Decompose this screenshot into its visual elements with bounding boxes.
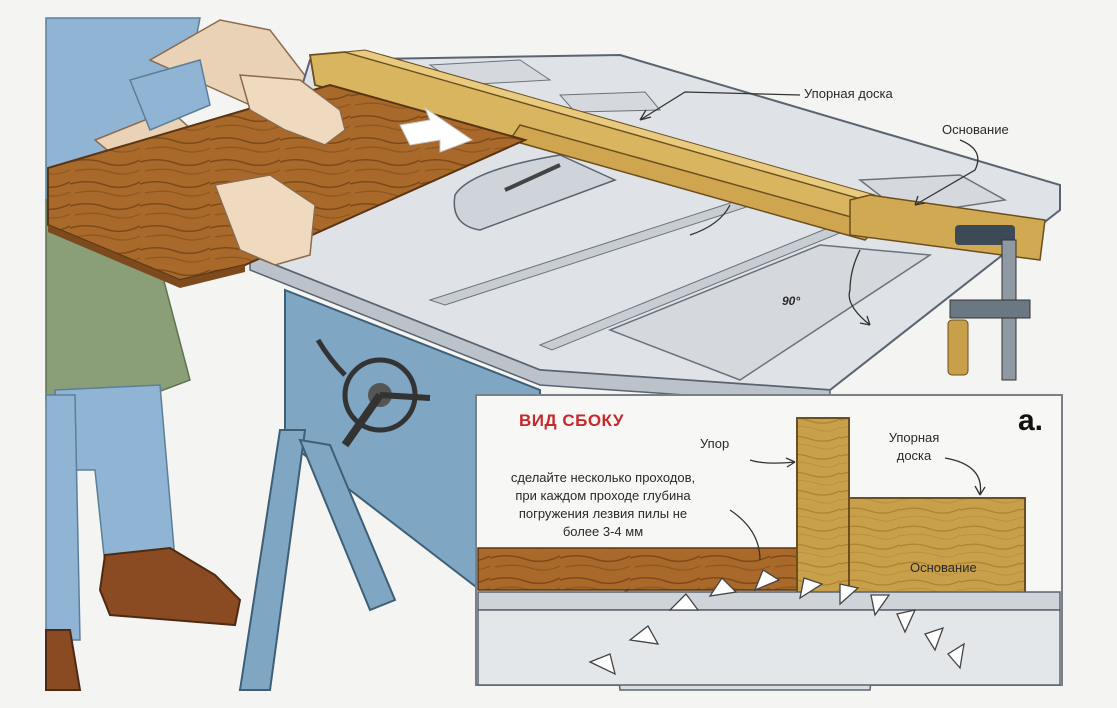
top-leader-lines (639, 91, 979, 326)
note-line-1: сделайте несколько проходов, (510, 470, 696, 485)
label-fence-side-1: Упорная (888, 430, 940, 445)
note-line-4: более 3-4 мм (562, 524, 644, 539)
side-view-title: ВИД СБОКУ (519, 411, 624, 430)
label-stop: Упор (700, 436, 730, 451)
label-fence-board: Упорная доска (804, 86, 893, 101)
label-base: Основание (942, 122, 1009, 137)
side-view-inset (475, 394, 1063, 691)
note-line-3: погружения лезвия пилы не (518, 506, 688, 521)
hands (213, 74, 346, 266)
fence-board (308, 49, 1046, 381)
panel-letter: а. (1018, 404, 1044, 437)
label-base-side: Основание (910, 560, 977, 575)
label-angle: 90° (782, 294, 801, 308)
label-fence-side-2: доска (896, 448, 932, 463)
note-line-2: при каждом проходе глубина (515, 488, 691, 503)
plywood-workpiece (47, 83, 528, 288)
